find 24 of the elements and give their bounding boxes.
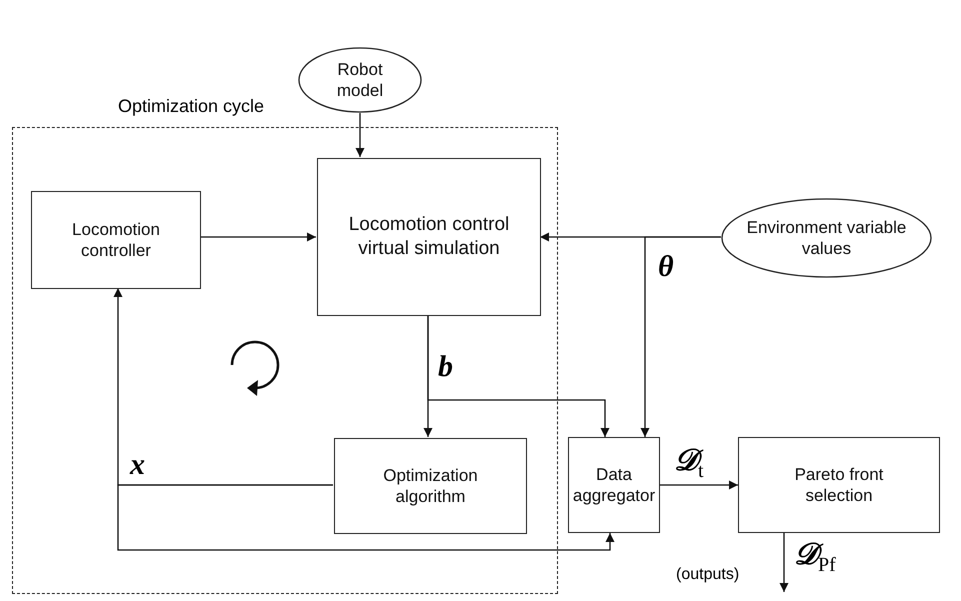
- node-text: Environment variable values: [746, 216, 908, 260]
- node-text: Data aggregator: [572, 464, 656, 506]
- arrow: [660, 480, 738, 490]
- node-text: Pareto front selection: [794, 464, 884, 506]
- arrow: [117, 484, 614, 551]
- ellipse-node: [298, 47, 422, 113]
- group-title: Optimization cycle: [118, 96, 264, 117]
- dashed-group-frame: [12, 127, 558, 594]
- node-text: Optimization algorithm: [382, 464, 479, 508]
- node-text: Robot model: [336, 58, 384, 102]
- arrow: [780, 533, 788, 592]
- process-box: [317, 158, 541, 316]
- node-text: Locomotion control virtual simulation: [348, 213, 510, 261]
- arrow: [200, 232, 316, 242]
- process-box: [31, 191, 201, 289]
- note-text: (outputs): [676, 566, 740, 584]
- arrow: [356, 113, 364, 157]
- process-box: [334, 438, 527, 534]
- node-text: Locomotion controller: [71, 218, 161, 262]
- arrow: [427, 315, 610, 437]
- ellipse-node: [721, 198, 932, 278]
- arrow: [640, 236, 721, 437]
- process-box: [738, 437, 940, 533]
- process-box: [568, 437, 660, 533]
